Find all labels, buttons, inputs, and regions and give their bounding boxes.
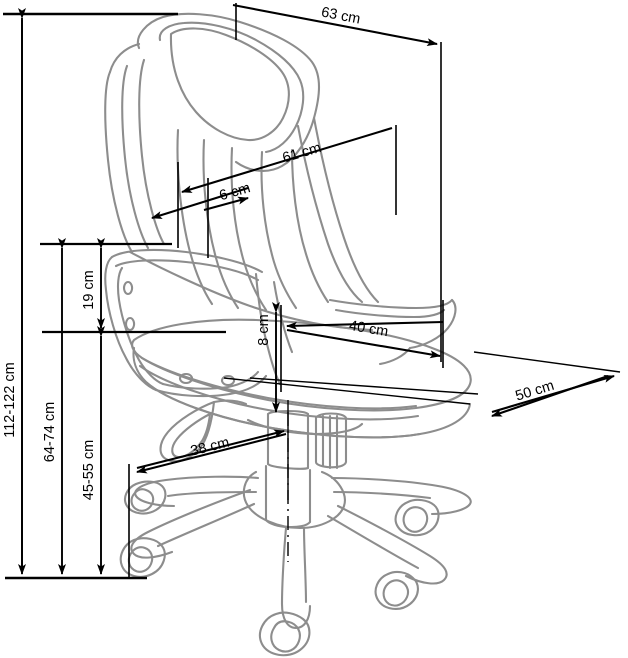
backrest-left-wing-outer (104, 70, 134, 254)
headrest-inner-outline (158, 21, 305, 154)
caster-left-rear (123, 480, 167, 515)
backrest-right-inner (296, 124, 364, 304)
dim-base-reach (128, 400, 289, 578)
headrest-pad (169, 27, 290, 142)
armrest-hole-2 (125, 316, 136, 331)
label-overall-width: 63 cm (320, 5, 362, 28)
label-seat-thickness: 8 cm (256, 314, 272, 345)
gas-cylinder-lower (264, 464, 312, 524)
armrest-left-top (110, 248, 264, 274)
backrest-panel-4 (260, 150, 298, 310)
backrest-right-outline (312, 116, 380, 304)
height-lever-ribs (321, 414, 339, 470)
backrest-panel-2 (202, 138, 240, 310)
caster-left-rear-wheel (130, 488, 155, 512)
label-backrest-width: 61 cm (281, 140, 323, 167)
caster-right-rear-wheel (402, 506, 429, 533)
dim-backrest-detail (151, 178, 249, 258)
seat-front-lip (138, 364, 420, 421)
base-arm-left-front-b (156, 502, 256, 548)
dim-seat-depth (249, 351, 621, 417)
dim-overall-width (232, 3, 442, 362)
caster-left-front-wheel (127, 546, 154, 573)
label-base-reach: 38 cm (189, 435, 231, 460)
caster-left-front (119, 537, 166, 578)
armrest-hole-1 (123, 280, 134, 295)
armrest-right-top (328, 298, 454, 310)
dim-backrest-width (177, 125, 397, 248)
base-arm-right-front-b (326, 514, 420, 570)
label-armrest-height: 19 cm (81, 270, 97, 310)
armrest-left-support (154, 374, 268, 398)
armrest-right-inner (334, 308, 446, 319)
base-arm-left-rear-b (166, 490, 258, 498)
caster-front-wheel (270, 620, 301, 653)
tilt-lever-arm (212, 399, 248, 406)
caster-right-rear (394, 498, 440, 537)
label-seat-height: 45-55 cm (81, 440, 97, 500)
backrest-panel-5 (290, 148, 330, 304)
caster-right-front (374, 570, 419, 610)
label-armrest-top-height: 64-74 cm (42, 402, 58, 462)
label-seat-width: 40 cm (348, 318, 390, 340)
armrest-left-top-inner (114, 259, 260, 282)
leader-seat-underside (223, 377, 471, 405)
caster-right-front-wheel (382, 579, 410, 607)
label-total-height: 112-122 cm (2, 362, 18, 438)
armrest-left-front (104, 255, 158, 392)
dim-seat-width (280, 300, 444, 392)
base-arm-right-rear-b (332, 490, 432, 500)
base-arm-front-b (302, 526, 308, 604)
base-arm-left-rear (134, 475, 260, 508)
backrest-left-edge (108, 42, 141, 74)
seat-mid-seam (140, 356, 418, 410)
backrest-left-wing-inner (121, 64, 150, 250)
base-arm-right-rear (330, 476, 472, 516)
base-hub (242, 470, 346, 530)
headrest-outer-outline (136, 12, 321, 172)
backrest-left-wing-seam (138, 58, 166, 246)
height-lever-housing (314, 412, 348, 469)
base-arm-right-front (336, 504, 448, 585)
armrest-hole-4 (221, 374, 236, 386)
caster-front (258, 611, 311, 657)
